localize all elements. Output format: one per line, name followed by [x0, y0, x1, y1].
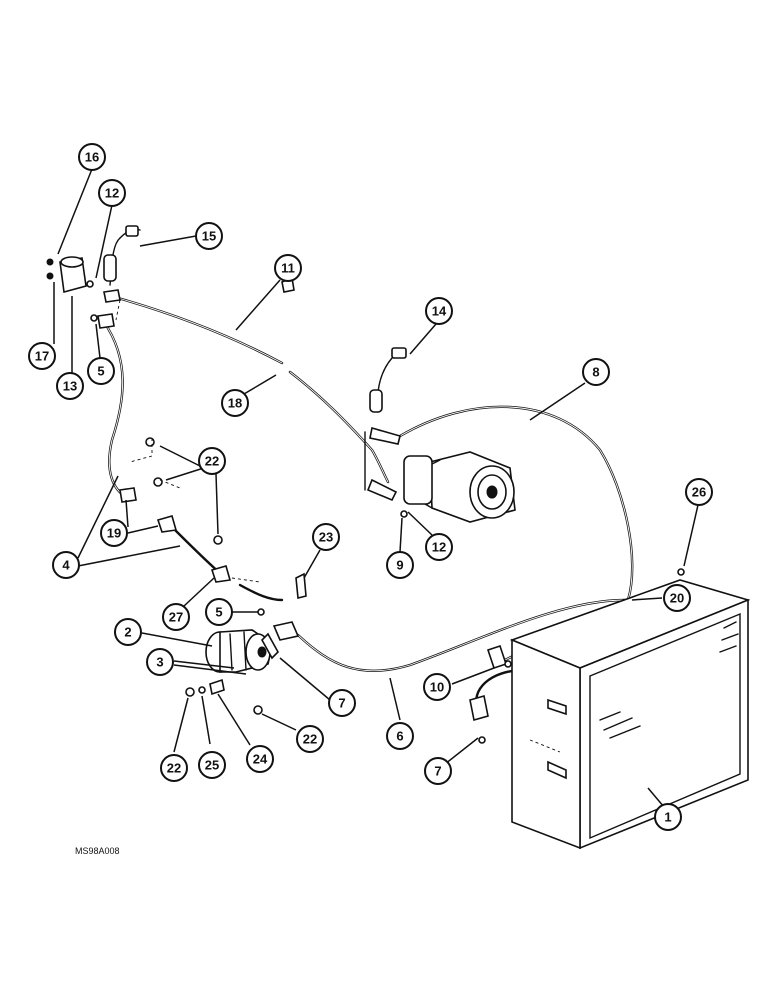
figure-code: MS98A008	[75, 846, 120, 856]
fittings	[97, 276, 685, 744]
callout-16: 16	[78, 143, 106, 171]
callout-19: 19	[100, 519, 128, 547]
svg-text:14: 14	[432, 304, 447, 319]
svg-text:16: 16	[85, 150, 99, 165]
svg-text:17: 17	[35, 349, 49, 364]
switch-lead-15	[103, 225, 141, 286]
svg-text:18: 18	[228, 396, 242, 411]
callout-7: 7	[328, 689, 356, 717]
svg-text:2: 2	[124, 625, 131, 640]
hose-6	[296, 598, 627, 673]
callout-15: 15	[195, 222, 223, 250]
callout-7: 7	[424, 757, 452, 785]
svg-text:19: 19	[107, 526, 121, 541]
callout-5: 5	[87, 357, 115, 385]
svg-text:7: 7	[434, 764, 441, 779]
condenser-1	[509, 579, 751, 850]
svg-text:7: 7	[338, 696, 345, 711]
expansion-valve-block-13	[46, 256, 98, 322]
callout-13: 13	[56, 372, 84, 400]
callout-18: 18	[221, 389, 249, 417]
callout-22: 22	[160, 754, 188, 782]
svg-text:26: 26	[692, 485, 706, 500]
svg-text:22: 22	[205, 454, 219, 469]
hose-11-lower-run	[288, 370, 390, 484]
callout-24: 24	[246, 745, 274, 773]
callout-25: 25	[198, 751, 226, 779]
svg-text:8: 8	[592, 365, 599, 380]
svg-text:13: 13	[63, 379, 77, 394]
svg-text:5: 5	[215, 605, 222, 620]
callout-14: 14	[425, 297, 453, 325]
svg-text:11: 11	[281, 261, 295, 276]
svg-text:9: 9	[396, 558, 403, 573]
callout-12: 12	[98, 179, 126, 207]
callout-22: 22	[198, 447, 226, 475]
callout-9: 9	[386, 551, 414, 579]
svg-text:20: 20	[670, 591, 684, 606]
callout-17: 17	[28, 342, 56, 370]
svg-text:6: 6	[396, 729, 403, 744]
callout-26: 26	[685, 478, 713, 506]
svg-text:25: 25	[205, 758, 219, 773]
svg-text:22: 22	[167, 761, 181, 776]
callout-5: 5	[205, 598, 233, 626]
callout-12: 12	[425, 533, 453, 561]
callout-10: 10	[423, 673, 451, 701]
svg-text:12: 12	[432, 540, 446, 555]
callout-1: 1	[654, 803, 682, 831]
svg-text:1: 1	[664, 810, 671, 825]
svg-text:15: 15	[202, 229, 216, 244]
guide-lines	[115, 299, 261, 583]
svg-text:12: 12	[105, 186, 119, 201]
callout-22: 22	[296, 725, 324, 753]
svg-text:22: 22	[303, 732, 317, 747]
hose-4-lower	[168, 523, 284, 602]
svg-text:23: 23	[319, 530, 333, 545]
callout-2: 2	[114, 618, 142, 646]
callout-11: 11	[274, 254, 302, 282]
switch-lead-14	[369, 347, 407, 413]
compressor	[364, 426, 516, 523]
callout-20: 20	[663, 584, 691, 612]
callout-8: 8	[582, 358, 610, 386]
hose-11	[116, 296, 284, 365]
callout-4: 4	[52, 551, 80, 579]
svg-text:27: 27	[169, 610, 183, 625]
callout-27: 27	[162, 603, 190, 631]
hose-4	[102, 320, 130, 500]
svg-text:4: 4	[62, 558, 70, 573]
svg-text:5: 5	[97, 364, 104, 379]
callout-3: 3	[146, 648, 174, 676]
callout-6: 6	[386, 722, 414, 750]
hose-8	[398, 405, 634, 602]
svg-text:10: 10	[430, 680, 444, 695]
svg-text:24: 24	[253, 752, 268, 767]
svg-text:3: 3	[156, 655, 163, 670]
callout-23: 23	[312, 523, 340, 551]
